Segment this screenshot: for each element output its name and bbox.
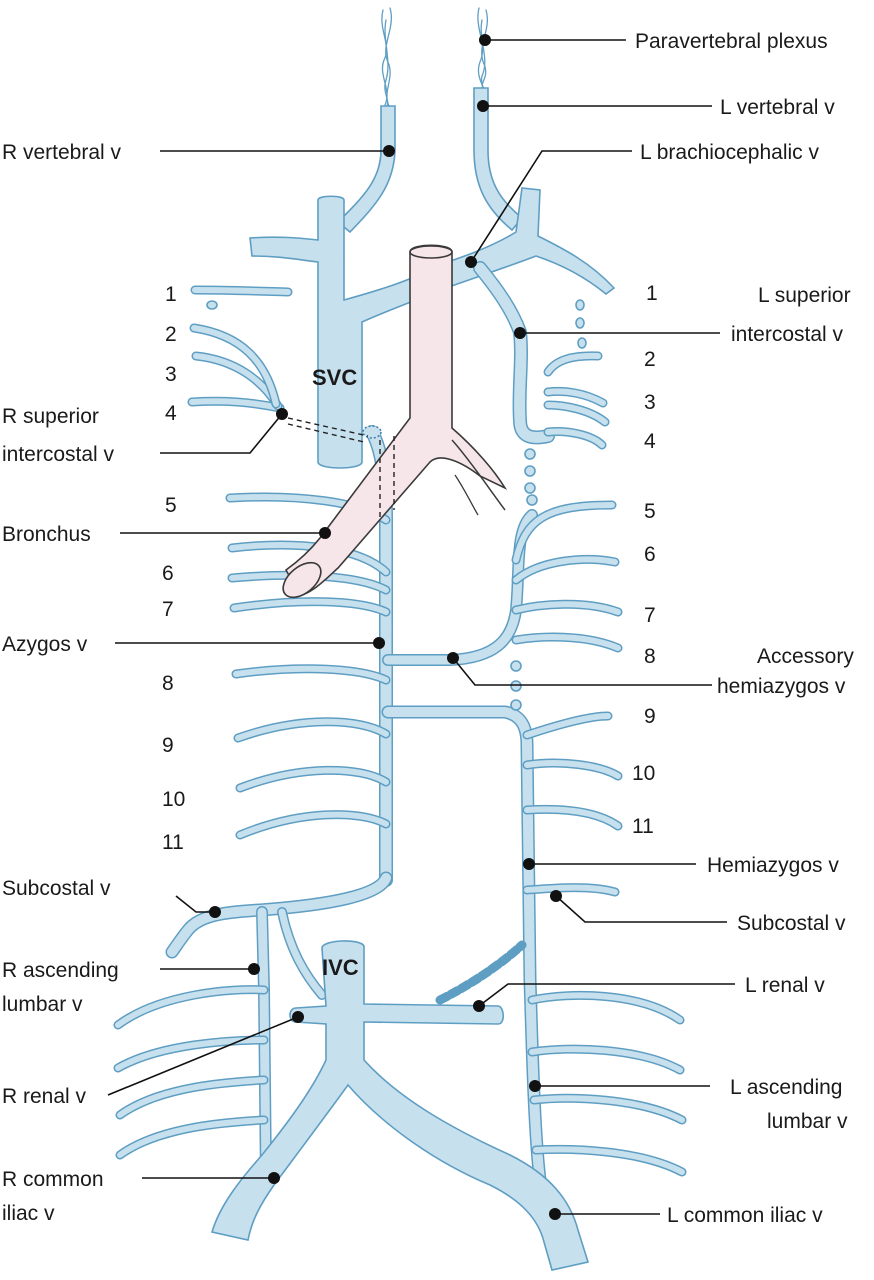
rib-number: 4 <box>644 430 656 453</box>
label-subcostal-v-left: Subcostal v <box>737 912 846 935</box>
label-l-ascending-lumbar-v: lumbar v <box>767 1110 848 1133</box>
label-hemiazygos-v: Hemiazygos v <box>707 854 839 877</box>
label-l-superior-intercostal-v: intercostal v <box>731 323 844 346</box>
label-r-renal-v: R renal v <box>2 1085 87 1108</box>
branch-vein-fill <box>545 402 608 425</box>
label-r-vertebral-v: R vertebral v <box>2 141 122 164</box>
l-brachiocephalic-vein <box>428 187 616 296</box>
vein-system <box>113 7 687 1271</box>
branch-vein-fill <box>192 287 291 295</box>
label-azygos-v: Azygos v <box>2 633 88 656</box>
rib-number: 4 <box>165 402 177 425</box>
label-l-common-iliac-v: L common iliac v <box>667 1204 823 1227</box>
r-vertebral-vein <box>336 105 396 234</box>
rib-number: 3 <box>165 363 177 386</box>
branch-vein-fill <box>545 352 601 375</box>
branch-vein-fill <box>524 713 611 738</box>
rib-number: 2 <box>644 348 656 371</box>
branch-vein-fill <box>529 1046 683 1073</box>
label-r-ascending-lumbar-v: lumbar v <box>2 993 83 1016</box>
rib-number: 5 <box>165 494 177 517</box>
superior-vena-cava <box>249 195 442 469</box>
branch-vein-fill <box>524 884 618 895</box>
branch-vein-fill <box>233 665 389 683</box>
rib-number: 9 <box>644 705 656 728</box>
branch-vein-fill <box>545 428 605 448</box>
rib-number: 9 <box>162 734 174 757</box>
branch-vein-fill <box>115 986 267 1028</box>
rib-number: 10 <box>162 788 185 811</box>
rib-number: 1 <box>646 282 658 305</box>
rib-number: 2 <box>165 323 177 346</box>
label-subcostal-v-right: Subcostal v <box>2 877 111 900</box>
label-l-ascending-lumbar-v: L ascending <box>730 1076 842 1099</box>
branch-vein-fill <box>533 1146 685 1175</box>
rib-numbers-right: 1 2 3 4 5 6 7 8 9 10 11 <box>162 283 185 854</box>
rib-number: 7 <box>644 604 656 627</box>
label-l-vertebral-v: L vertebral v <box>720 96 835 119</box>
branch-vein-fill <box>237 767 389 791</box>
branch-vein-fill <box>513 601 621 615</box>
label-r-superior-intercostal-v: intercostal v <box>2 443 115 466</box>
rib-number: 6 <box>162 562 174 585</box>
branch-vein-fill <box>191 325 279 407</box>
collateral-ovals <box>206 299 587 711</box>
branch-vein-fill <box>189 398 283 411</box>
rib-number: 8 <box>644 645 656 668</box>
branch-vein-fill <box>513 502 615 563</box>
branch-vein-fill <box>117 1117 267 1158</box>
label-l-renal-v: L renal v <box>745 974 825 997</box>
paravertebral-plexus-strands <box>381 7 488 107</box>
branch-vein-fill <box>237 811 389 838</box>
branch-vein-fill <box>524 760 621 779</box>
label-r-ascending-lumbar-v: R ascending <box>2 959 119 982</box>
rib-number: 10 <box>632 762 655 785</box>
rib-number: 6 <box>644 543 656 566</box>
branch-vein-fill <box>524 806 621 829</box>
branch-vein-fill <box>529 992 683 1023</box>
branch-vein-fill <box>545 388 606 406</box>
rib-number: 5 <box>644 500 656 523</box>
inferior-vena-cava <box>210 940 590 1271</box>
label-paravertebral-plexus: Paravertebral plexus <box>635 30 828 53</box>
intercostal-branches <box>113 285 687 1177</box>
branch-vein-fill <box>117 1077 267 1118</box>
branch-vein-fill <box>235 718 389 741</box>
label-bronchus: Bronchus <box>2 523 91 546</box>
svc-label: SVC <box>312 365 357 390</box>
rib-numbers-left: 1 2 3 4 5 6 7 8 9 10 11 <box>632 282 658 838</box>
label-l-superior-intercostal-v: L superior <box>758 284 851 307</box>
label-accessory-hemiazygos-v: Accessory <box>757 645 854 668</box>
rib-number: 7 <box>162 598 174 621</box>
branch-vein-fill <box>513 556 618 583</box>
branch-vein-fill <box>231 598 389 615</box>
label-l-brachiocephalic-v: L brachiocephalic v <box>640 141 819 164</box>
hidden-azygos-outline <box>287 417 395 520</box>
rib-number: 3 <box>644 391 656 414</box>
diagram-labels: Paravertebral plexus L vertebral v R ver… <box>2 30 854 1227</box>
branch-vein-fill <box>531 1095 685 1123</box>
rib-number: 11 <box>632 815 654 838</box>
label-r-common-iliac-v: R common <box>2 1168 104 1191</box>
trachea-bronchi <box>282 244 508 599</box>
branch-vein-fill <box>115 1037 267 1071</box>
leader-lines <box>107 34 735 1220</box>
ivc-label: IVC <box>322 955 359 980</box>
rib-number: 11 <box>162 831 184 854</box>
rib-number: 8 <box>162 672 174 695</box>
label-r-superior-intercostal-v: R superior <box>2 405 99 428</box>
rib-number: 1 <box>165 283 177 306</box>
label-r-common-iliac-v: iliac v <box>2 1202 55 1225</box>
branch-vein-fill <box>513 634 621 651</box>
label-accessory-hemiazygos-v: hemiazygos v <box>717 675 846 698</box>
